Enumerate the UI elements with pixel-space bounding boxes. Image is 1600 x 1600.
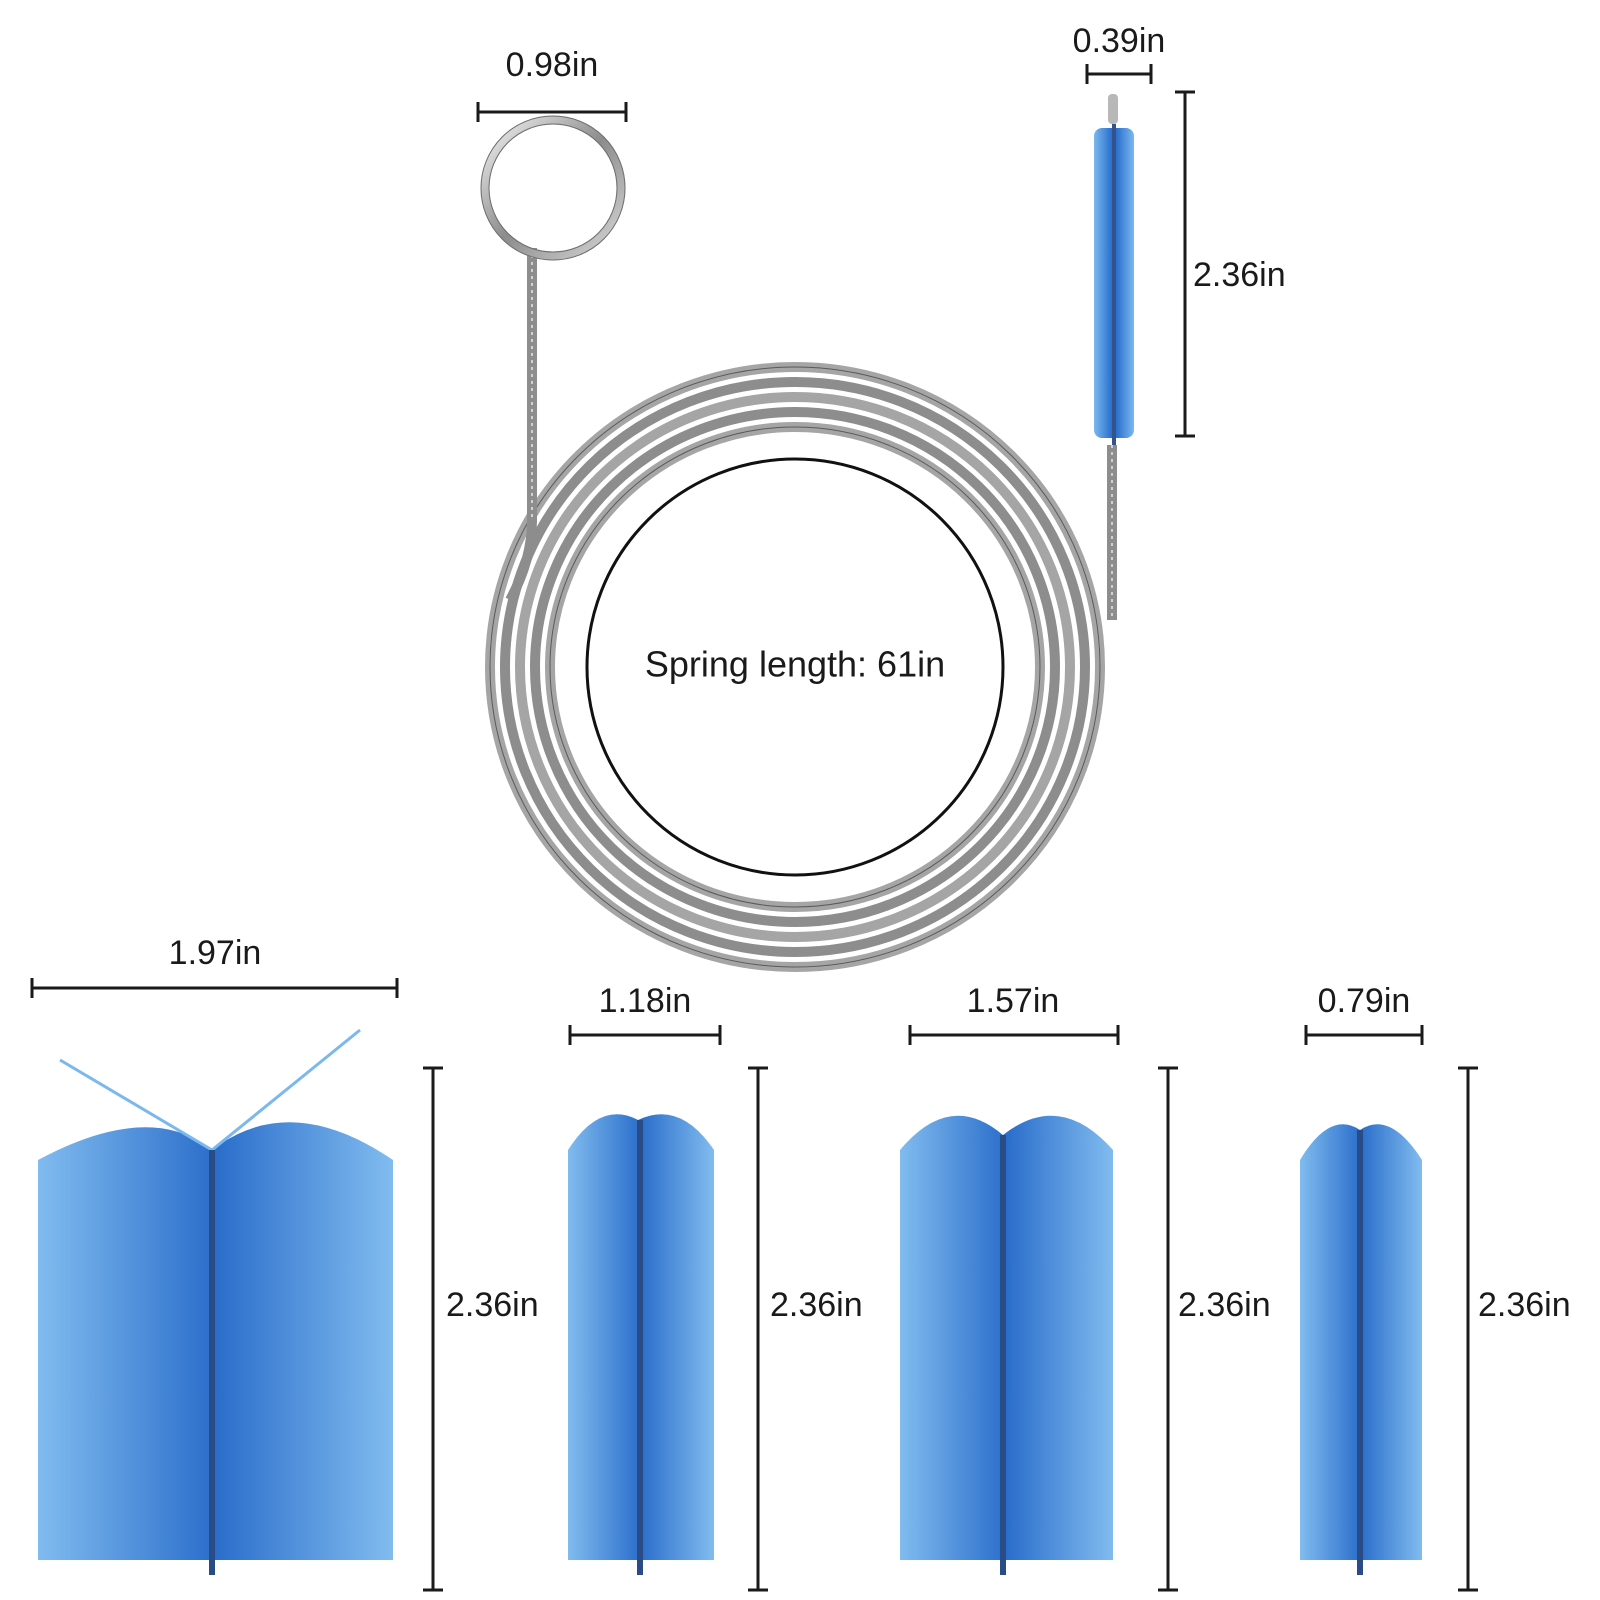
brush-4-height-dimension: 2.36in [1458, 1066, 1571, 1592]
small-brush-height-label: 2.36in [1193, 256, 1286, 294]
brush-1-width-label: 1.97in [169, 934, 262, 972]
spring-length-label: Spring length: 61in [645, 644, 945, 685]
brush-2-width-dimension: 1.18in [568, 982, 722, 1045]
brush-4-width-label: 0.79in [1318, 982, 1411, 1020]
small-brush-width-dimension: 0.39in [1073, 22, 1166, 84]
brush-2-height-dimension: 2.36in [748, 1066, 863, 1592]
brush-2 [568, 1114, 714, 1575]
brush-1-height-label: 2.36in [446, 1286, 539, 1324]
key-ring [480, 115, 626, 261]
brush-1-height-dimension: 2.36in [423, 1066, 539, 1592]
spring-length-circle [585, 457, 1005, 877]
brush-1 [38, 1028, 393, 1575]
brush-3-height-dimension: 2.36in [1158, 1066, 1271, 1592]
small-brush-height-dimension: 2.36in [1175, 90, 1286, 438]
brush-3-width-label: 1.57in [967, 982, 1060, 1020]
brush-3 [900, 1115, 1113, 1575]
brush-2-width-label: 1.18in [599, 982, 692, 1020]
brush-4 [1300, 1124, 1422, 1575]
small-brush-width-label: 0.39in [1073, 22, 1166, 60]
spring-tail-to-ring [505, 248, 537, 603]
ring-width-dimension: 0.98in [476, 46, 628, 122]
brush-3-height-label: 2.36in [1178, 1286, 1271, 1324]
coiled-spring [485, 362, 1105, 972]
brush-1-width-dimension: 1.97in [30, 934, 399, 998]
brush-3-width-dimension: 1.57in [908, 982, 1120, 1045]
brush-4-height-label: 2.36in [1478, 1286, 1571, 1324]
brush-4-width-dimension: 0.79in [1304, 982, 1424, 1045]
brush-2-height-label: 2.36in [770, 1286, 863, 1324]
small-brush [1094, 94, 1134, 445]
ring-width-label: 0.98in [506, 46, 599, 84]
